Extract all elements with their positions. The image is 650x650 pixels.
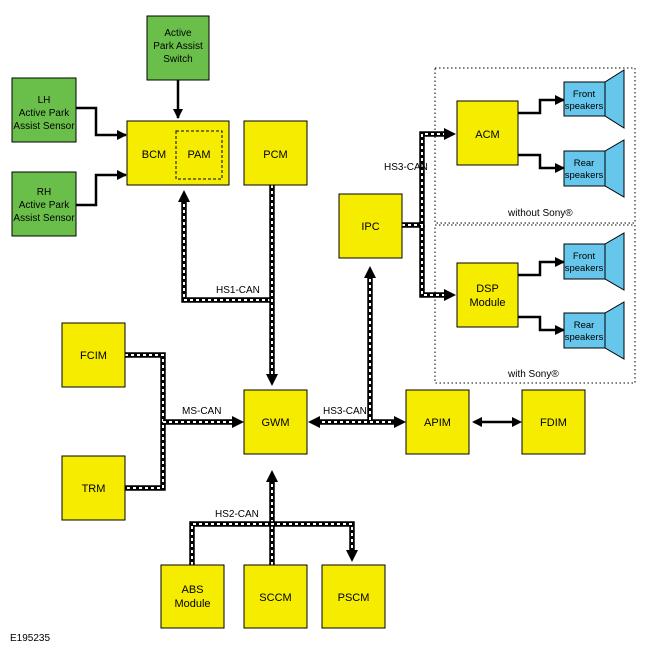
ipc-box: IPC [338,193,403,259]
sccm-box: SCCM [243,564,308,629]
ipc-label: IPC [361,221,379,233]
figure-id: E195235 [10,633,50,644]
pam-inner-box [175,130,223,180]
acm-box: ACM [456,100,519,166]
apa-switch-box: Active Park Assist Switch [146,15,210,81]
trm-label: TRM [82,483,106,495]
pam-label: PAM [187,149,210,161]
dsp-front-speaker: Front speakers [563,232,625,291]
with-sony-group [434,224,636,384]
dsp-label-1: DSP [476,283,499,295]
acm-rear-label-1: Rear [574,158,595,169]
gwm-label: GWM [261,417,289,429]
fdim-box: FDIM [521,389,586,455]
bus-arrowheads [178,128,456,562]
hs2-can-label: HS2-CAN [215,509,259,520]
gwm-box: GWM [243,389,308,455]
bcm-box: BCM PAM [126,120,230,186]
without-sony-group [434,67,636,224]
rh-sensor-label-1: RH [37,187,51,198]
trm-box: TRM [61,455,126,521]
hs3-can-label-gwm: HS3-CAN [323,406,367,417]
bcm-label: BCM [142,149,166,161]
sccm-label: SCCM [259,592,291,604]
pscm-label: PSCM [338,592,370,604]
apim-fdim-arrowheads [472,417,522,427]
lh-sensor-label-3: Assist Sensor [13,121,75,132]
acm-front-label-1: Front [573,89,596,100]
dsp-front-label-2: speakers [565,263,604,274]
pcm-label: PCM [263,149,287,161]
acm-rear-label-2: speakers [565,170,604,181]
dsp-rear-label-1: Rear [574,320,595,331]
lh-sensor-label-1: LH [38,95,51,106]
apa-switch-label-2: Park Assist [153,41,203,52]
abs-box: ABS Module [160,564,225,629]
apa-switch-label-1: Active [164,28,192,39]
pcm-box: PCM [243,120,308,186]
with-sony-label: with Sony® [507,369,559,380]
dsp-rear-label-2: speakers [565,332,604,343]
dsp-rear-speaker: Rear speakers [563,301,625,360]
apim-box: APIM [405,389,470,455]
pscm-box: PSCM [321,564,386,629]
rh-sensor-box: RH Active Park Assist Sensor [11,171,77,237]
lh-sensor-box: LH Active Park Assist Sensor [11,77,77,143]
dsp-box: DSP Module [456,262,519,328]
hs3-can-label-ipc: HS3-CAN [384,162,428,173]
fcim-box: FCIM [61,322,126,388]
bus-wires [125,131,448,565]
acm-rear-speaker: Rear speakers [563,139,625,198]
fcim-label: FCIM [80,350,107,362]
apim-label: APIM [424,417,451,429]
without-sony-label: without Sony® [507,208,573,219]
hs1-can-label: HS1-CAN [216,285,260,296]
rh-sensor-label-2: Active Park [19,200,71,211]
dsp-label-2: Module [469,297,505,309]
acm-front-label-2: speakers [565,101,604,112]
dsp-front-label-1: Front [573,251,596,262]
acm-front-speaker: Front speakers [563,69,625,129]
abs-label-2: Module [174,598,210,610]
fdim-label: FDIM [540,417,567,429]
acm-label: ACM [475,129,499,141]
abs-label-1: ABS [181,584,203,596]
rh-sensor-label-3: Assist Sensor [13,213,75,224]
apa-switch-label-3: Switch [163,54,192,65]
ms-can-label: MS-CAN [182,406,221,417]
lh-sensor-label-2: Active Park [19,108,71,119]
